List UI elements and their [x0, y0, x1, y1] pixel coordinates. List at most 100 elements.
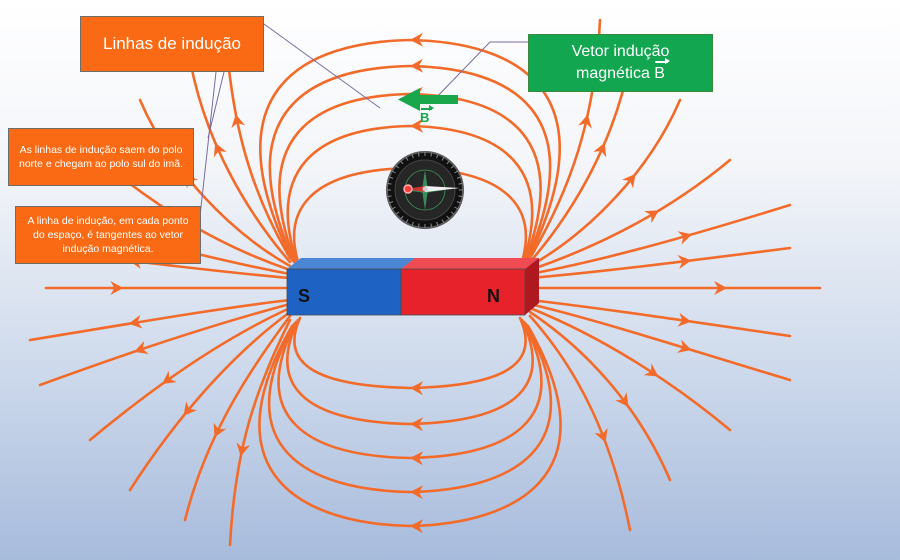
- compass-tick: [458, 182, 463, 185]
- field-line-arrowhead: [677, 339, 692, 353]
- compass-tick: [411, 221, 414, 226]
- field-line: [267, 322, 553, 494]
- field-line: [286, 124, 534, 268]
- field-line-arrowhead: [128, 314, 143, 329]
- compass-pivot: [422, 186, 428, 192]
- compass-tick: [389, 201, 394, 204]
- field-line: [528, 306, 732, 432]
- compass-tick: [454, 206, 459, 210]
- magnet-north-half: [400, 268, 526, 316]
- field-line-arrowhead: [677, 231, 693, 245]
- compass-tick: [458, 195, 463, 198]
- compass-tick: [436, 221, 439, 226]
- field-line-arrowhead: [593, 142, 607, 158]
- compass-tick: [405, 219, 409, 224]
- field-line-arrowhead: [110, 281, 124, 295]
- field-line: [38, 302, 292, 387]
- compass-tick: [450, 165, 455, 169]
- field-line: [228, 318, 292, 547]
- field-line-arrowhead: [213, 422, 227, 438]
- compass-tick: [391, 170, 396, 174]
- compass-tick: [441, 219, 445, 224]
- compass-tick: [430, 152, 433, 157]
- leader-line: [429, 41, 528, 105]
- field-line: [528, 314, 632, 532]
- field-line: [138, 98, 292, 268]
- north-pole-label: N: [487, 286, 500, 306]
- field-line: [528, 246, 792, 280]
- field-line-arrowhead: [677, 312, 692, 327]
- field-line: [528, 302, 792, 382]
- compass-tick: [411, 154, 414, 159]
- field-line-arrowhead: [578, 114, 592, 129]
- field-line-arrowhead: [410, 451, 424, 466]
- field-line-arrowhead: [409, 519, 424, 534]
- vector-b-arrow: [398, 88, 458, 111]
- field-line: [286, 318, 534, 426]
- vector-symbol-b: B: [654, 58, 670, 85]
- field-line-arrowhead: [236, 442, 251, 457]
- compass-tick: [391, 206, 396, 210]
- field-line-arrowhead: [644, 210, 659, 224]
- leader-line: [199, 71, 217, 217]
- field-line-arrowhead: [213, 142, 227, 158]
- title-text: Linhas de indução: [102, 33, 241, 53]
- field-line-arrowhead: [622, 173, 636, 189]
- vector-label-word: magnética: [576, 65, 650, 82]
- field-lines-title: Linhas de indução: [80, 16, 264, 72]
- field-line-arrowhead: [409, 417, 424, 432]
- field-line: [528, 203, 792, 276]
- field-line: [188, 58, 292, 264]
- compass-tick: [389, 176, 394, 179]
- field-line-arrowhead: [594, 427, 608, 443]
- compass-tick: [400, 160, 404, 165]
- field-line: [88, 306, 292, 442]
- field-line-arrowhead: [410, 485, 424, 500]
- compass-tick: [446, 215, 450, 220]
- vector-label-line1: Vetor indução: [571, 43, 670, 61]
- note-tangent-text: A linha de indução, em cada ponto do esp…: [27, 214, 189, 256]
- magnet-top-north: [401, 258, 539, 269]
- compass-tick: [417, 223, 420, 228]
- note-exit-text: As linhas de indução saem do polo norte …: [18, 143, 184, 170]
- compass-tick: [387, 195, 392, 198]
- field-line: [277, 320, 543, 460]
- field-line: [259, 38, 561, 262]
- vector-induction-box: Vetor indução magnética B: [528, 34, 713, 92]
- compass-tick: [387, 182, 392, 185]
- field-line-arrowhead: [643, 363, 659, 377]
- field-line-arrowhead: [231, 114, 246, 129]
- vector-arrow-head: [398, 88, 420, 111]
- compass-tick: [456, 201, 461, 204]
- field-line: [258, 324, 562, 528]
- field-line: [128, 310, 292, 492]
- compass-tick: [405, 156, 409, 161]
- compass-tick: [395, 211, 400, 215]
- bar-magnet-icon: [286, 258, 539, 316]
- vector-label-line2: magnética B: [572, 58, 670, 85]
- compass-tick: [436, 154, 439, 159]
- field-line-arrowhead: [162, 370, 177, 385]
- field-line: [528, 158, 732, 272]
- note-lines-exit-north: As linhas de indução saem do polo norte …: [8, 128, 194, 186]
- field-line: [528, 98, 682, 268]
- field-line: [183, 314, 292, 522]
- compass-tick: [400, 215, 404, 220]
- field-line-arrowhead: [677, 255, 692, 269]
- compass-icon: [386, 151, 464, 229]
- compass-red-dot: [403, 184, 413, 194]
- field-line-arrowhead: [134, 340, 149, 355]
- field-line-arrowhead: [615, 392, 629, 407]
- callout-leader-lines: [199, 23, 528, 217]
- compass-tick: [446, 160, 450, 165]
- field-line-arrowhead: [410, 118, 424, 133]
- compass-tick: [395, 165, 400, 169]
- compass-needle-south: [406, 186, 425, 192]
- compass-tick: [441, 156, 445, 161]
- compass-tick: [417, 152, 420, 157]
- compass-tick: [450, 211, 455, 215]
- compass-tick: [456, 176, 461, 179]
- vector-arrow-shaft: [416, 95, 458, 104]
